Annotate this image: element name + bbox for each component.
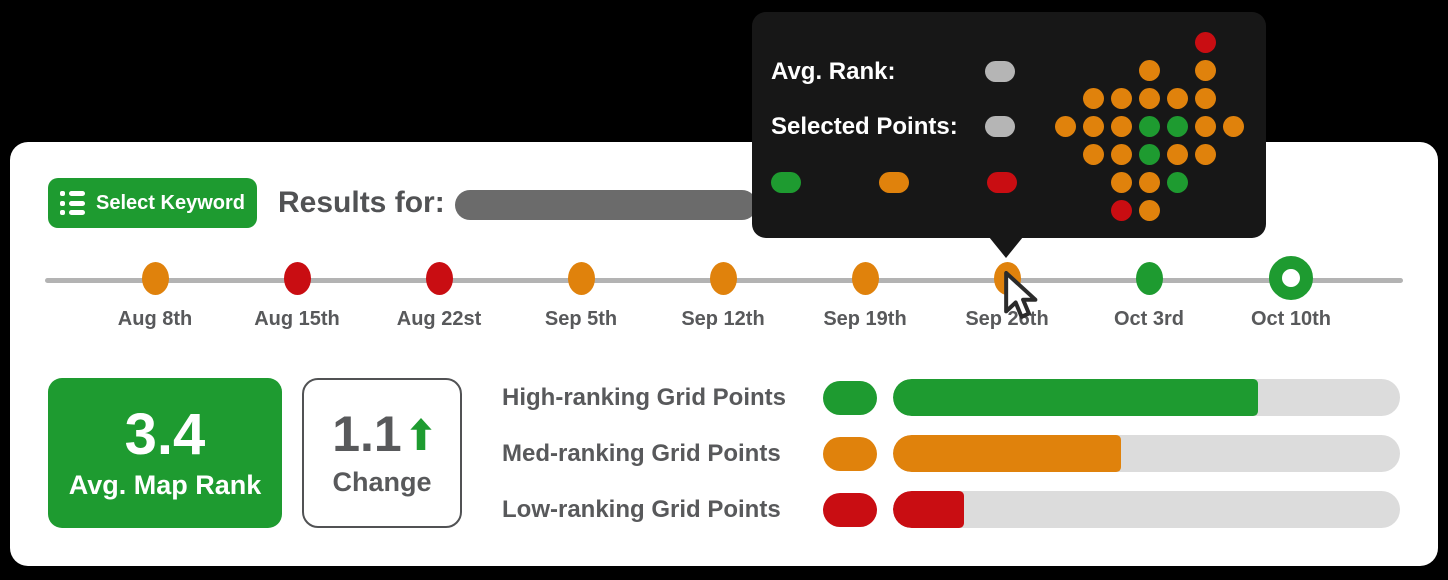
timeline-date-label: Oct 10th	[1250, 308, 1332, 330]
grid-dot-orange	[1110, 115, 1132, 137]
dot-icon	[1135, 261, 1163, 295]
dot-icon	[993, 261, 1021, 295]
dot-marker	[567, 250, 595, 306]
select-keyword-button[interactable]: Select Keyword	[48, 178, 257, 228]
dot-marker	[1135, 250, 1163, 306]
grid-dot-orange	[1222, 115, 1244, 137]
timeline-date-label: Sep 5th	[544, 308, 618, 330]
up-arrow-icon	[410, 417, 432, 450]
grid-dot-orange	[1138, 87, 1160, 109]
ring-icon	[1269, 256, 1313, 300]
grid-dot-orange	[1110, 143, 1132, 165]
dot-marker	[425, 250, 453, 306]
bar-row-red: Low-ranking Grid Points	[502, 491, 1402, 528]
change-value: 1.1	[332, 405, 402, 462]
timeline-point-aug-15th[interactable]: Aug 15th	[226, 250, 368, 331]
bar-fill	[893, 379, 1259, 416]
bar-track	[893, 491, 1400, 528]
dot-marker	[141, 250, 169, 306]
timeline-point-oct-3rd[interactable]: Oct 3rd	[1078, 250, 1220, 331]
grid-dot-orange	[1082, 87, 1104, 109]
dot-marker	[283, 250, 311, 306]
grid-dot-green	[1166, 171, 1188, 193]
grid-dot-orange	[1082, 143, 1104, 165]
bar-track	[893, 379, 1400, 416]
timeline-date-label: Sep 12th	[681, 308, 765, 330]
timeline-date-label: Aug 8th	[117, 308, 193, 330]
grid-dot-orange	[1194, 143, 1216, 165]
avg-map-rank-card: 3.4 Avg. Map Rank	[48, 378, 282, 528]
timeline-date-label: Aug 22st	[396, 308, 482, 330]
grid-dot-orange	[1138, 171, 1160, 193]
dot-icon	[709, 261, 737, 295]
ring-marker	[1269, 250, 1313, 306]
bar-label: Med-ranking Grid Points	[502, 440, 781, 467]
tooltip-arrow	[989, 237, 1023, 258]
timeline-point-sep-19th[interactable]: Sep 19th	[794, 250, 936, 331]
grid-dot-orange	[1054, 115, 1076, 137]
bar-label: High-ranking Grid Points	[502, 384, 787, 411]
grid-dot-orange	[1138, 59, 1160, 81]
grid-dot-orange	[1110, 171, 1132, 193]
results-for-label: Results for:	[278, 186, 445, 219]
bar-swatch-icon	[823, 381, 877, 415]
grid-dot-orange	[1194, 59, 1216, 81]
grid-dot-orange	[1194, 87, 1216, 109]
bar-track	[893, 435, 1400, 472]
timeline-date-label: Aug 15th	[254, 308, 340, 330]
timeline-date-label: Oct 3rd	[1113, 308, 1185, 330]
grid-dot-orange	[1194, 115, 1216, 137]
legend-green-pill	[771, 172, 801, 193]
dot-marker	[851, 250, 879, 306]
grid-dot-orange	[1082, 115, 1104, 137]
timeline-point-sep-26th[interactable]: Sep 26th	[936, 250, 1078, 331]
bar-fill	[893, 491, 964, 528]
grid-dot-red	[1194, 31, 1216, 53]
timeline-point-aug-8th[interactable]: Aug 8th	[84, 250, 226, 331]
bar-fill	[893, 435, 1122, 472]
grid-dot-red	[1110, 199, 1132, 221]
selected-points-label: Selected Points:	[771, 113, 958, 140]
timeline-date-label: Sep 19th	[823, 308, 907, 330]
avg-map-rank-label: Avg. Map Rank	[68, 469, 262, 500]
dot-icon	[141, 261, 169, 295]
timeline-point-aug-22st[interactable]: Aug 22st	[368, 250, 510, 331]
bar-row-orange: Med-ranking Grid Points	[502, 435, 1402, 472]
bar-row-green: High-ranking Grid Points	[502, 379, 1402, 416]
bar-swatch-icon	[823, 437, 877, 471]
timeline-point-sep-12th[interactable]: Sep 12th	[652, 250, 794, 331]
avg-rank-label: Avg. Rank:	[771, 58, 896, 85]
dot-icon	[283, 261, 311, 295]
timeline-date-label: Sep 26th	[965, 308, 1049, 330]
grid-dot-green	[1166, 115, 1188, 137]
avg-map-rank-value: 3.4	[124, 401, 206, 467]
grid-dot-orange	[1110, 87, 1132, 109]
grid-dot-green	[1138, 115, 1160, 137]
avg-rank-value-pill	[985, 61, 1015, 82]
selected-points-value-pill	[985, 116, 1015, 137]
legend-orange-pill	[879, 172, 909, 193]
change-label: Change	[332, 466, 432, 497]
hover-tooltip: Avg. Rank: Selected Points:	[752, 12, 1266, 258]
dot-marker	[993, 250, 1021, 306]
bar-swatch-icon	[823, 493, 877, 527]
timeline-point-sep-5th[interactable]: Sep 5th	[510, 250, 652, 331]
dot-icon	[851, 261, 879, 295]
keyword-redacted-pill	[455, 190, 757, 220]
grid-dot-green	[1138, 143, 1160, 165]
dot-icon	[567, 261, 595, 295]
grid-dot-orange	[1138, 199, 1160, 221]
list-icon	[60, 191, 86, 215]
dot-marker	[709, 250, 737, 306]
select-keyword-label: Select Keyword	[96, 191, 245, 214]
grid-dot-orange	[1166, 143, 1188, 165]
bar-label: Low-ranking Grid Points	[502, 496, 781, 523]
grid-dot-orange	[1166, 87, 1188, 109]
timeline-point-oct-10th[interactable]: Oct 10th	[1220, 250, 1362, 331]
dot-icon	[425, 261, 453, 295]
change-card: 1.1 Change	[302, 378, 462, 528]
legend-red-pill	[987, 172, 1017, 193]
